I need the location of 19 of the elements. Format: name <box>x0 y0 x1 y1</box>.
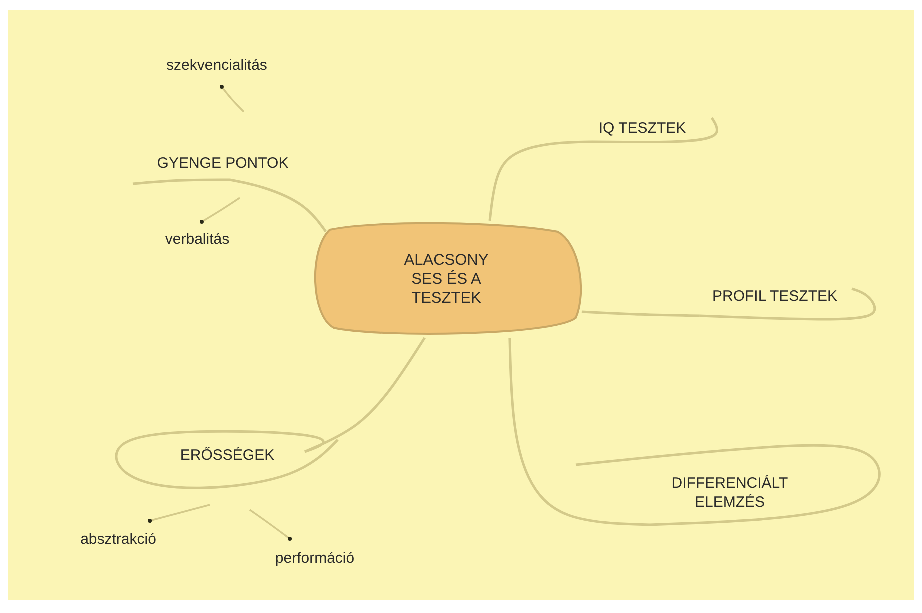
leader-line <box>249 509 292 541</box>
branch-line <box>488 140 592 222</box>
topic-label: ALACSONY SES ÉS A TESZTEK <box>403 250 490 308</box>
branch-label: verbalitás <box>150 222 245 256</box>
branch-line <box>508 338 650 526</box>
branch-label: IQ TESZTEK <box>585 114 700 142</box>
branch-label: DIFFERENCIÁLT ELEMZÉS <box>640 460 820 525</box>
branch-label: ERŐSSÉGEK <box>150 438 305 472</box>
branch-line <box>304 337 426 454</box>
branch-line <box>230 178 328 233</box>
branch-line <box>582 310 700 318</box>
branch-label: szekvencialitás <box>148 44 286 87</box>
branch-label: performáció <box>255 539 375 577</box>
branch-label: absztrakció <box>62 521 175 557</box>
leader-line <box>200 197 240 224</box>
branch-label: PROFIL TESZTEK <box>695 276 855 316</box>
leader-line <box>220 85 245 113</box>
branch-label: GYENGE PONTOK <box>140 146 306 180</box>
leader-line <box>148 504 210 523</box>
